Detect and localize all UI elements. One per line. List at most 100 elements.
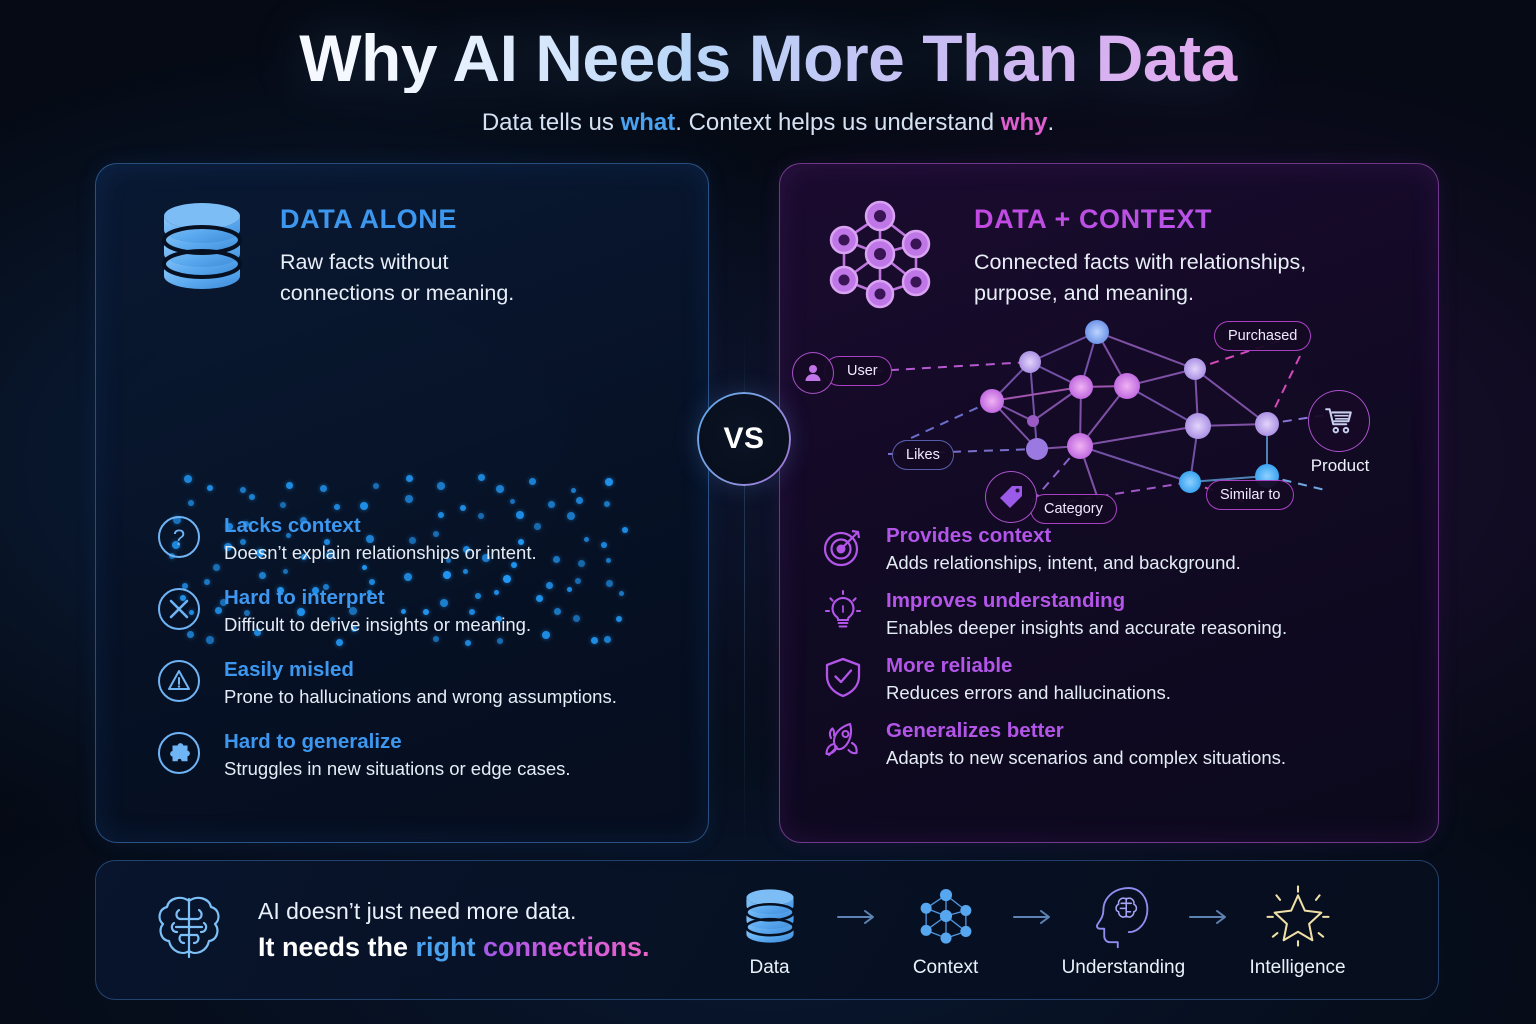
flow-arrow-2: [1006, 909, 1062, 951]
list-item-desc: Adapts to new scenarios and complex situ…: [886, 747, 1287, 768]
data-dot: [462, 546, 470, 553]
list-item-title: Provides context: [886, 524, 1052, 547]
graph-label-likes: Likes: [892, 440, 954, 470]
data-dot: [575, 577, 582, 584]
data-dot: [253, 629, 261, 637]
summary-text: AI doesn’t just need more data. It needs…: [258, 898, 650, 963]
data-dot: [240, 487, 247, 494]
list-item-desc: Enables deeper insights and accurate rea…: [886, 617, 1288, 638]
right-panel-kicker: DATA + CONTEXT: [974, 204, 1306, 235]
data-dot: [276, 587, 284, 595]
list-item-title: Lacks context: [224, 514, 361, 537]
data-dot: [335, 638, 343, 646]
data-dot: [206, 484, 213, 491]
data-dot: [590, 637, 598, 645]
scattered-data-dots: [96, 464, 708, 649]
database-icon: [710, 881, 830, 951]
graph-label-purchased-text: Purchased: [1228, 328, 1298, 344]
data-dot: [477, 513, 484, 520]
graph-label-product: Product: [1310, 456, 1370, 476]
data-dot: [323, 583, 330, 590]
graph-label-user-text: User: [847, 363, 878, 379]
category-node-icon-circle: [985, 471, 1037, 523]
left-blurb-line1: Raw facts without: [280, 250, 449, 274]
flow-arrow-1: [830, 909, 886, 951]
data-dot: [172, 540, 181, 549]
data-dot: [240, 538, 247, 545]
list-item-title: Improves understanding: [886, 589, 1126, 612]
graph-label-product-text: Product: [1310, 456, 1370, 475]
data-dot: [372, 483, 379, 490]
data-dot: [300, 554, 307, 561]
summary-line2-right: right: [415, 931, 476, 962]
data-dot: [258, 571, 266, 579]
data-dot: [255, 548, 264, 557]
database-icon: [156, 196, 248, 301]
tag-icon: [1000, 486, 1022, 508]
data-dot: [465, 640, 472, 647]
right-blurb-line2: purpose, and meaning.: [974, 281, 1194, 306]
data-dot: [206, 635, 215, 644]
data-dot: [511, 562, 518, 569]
flow-step-intelligence: Intelligence: [1238, 881, 1358, 979]
data-dot: [350, 625, 357, 632]
left-panel-header: DATA ALONE Raw facts without connections…: [96, 164, 708, 309]
data-plus-context-panel: DATA + CONTEXT Connected facts with rela…: [779, 163, 1439, 843]
list-item-text: More reliable Reduces errors and halluci…: [886, 652, 1171, 704]
subtitle-mid: . Context helps us understand: [675, 108, 1001, 136]
data-dot: [179, 594, 186, 601]
graph-label-category: Category: [1030, 494, 1117, 524]
knowledge-graph-visual: User Purchased Likes Category Similar to: [780, 304, 1438, 534]
data-dot: [299, 517, 307, 525]
user-icon: [805, 365, 821, 381]
head-brain-icon: [1062, 881, 1182, 951]
list-item: Generalizes better Adapts to new scenari…: [820, 717, 1438, 769]
list-item-desc: Reduces errors and hallucinations.: [886, 682, 1171, 703]
data-dot: [242, 520, 249, 527]
data-dot: [330, 616, 336, 622]
summary-bar: AI doesn’t just need more data. It needs…: [95, 860, 1439, 1000]
list-item-text: Hard to generalize Struggles in new situ…: [224, 728, 571, 780]
flow-arrow-3: [1182, 909, 1238, 951]
lightbulb-icon: [820, 589, 866, 635]
left-panel-kicker: DATA ALONE: [280, 204, 457, 234]
list-item-desc: Adds relationships, intent, and backgrou…: [886, 552, 1241, 573]
svg-text:?: ?: [173, 525, 185, 550]
data-dot: [405, 474, 413, 482]
data-dot: [496, 616, 503, 623]
data-dot: [366, 535, 375, 544]
data-dot: [223, 543, 232, 552]
data-dot: [516, 511, 525, 520]
flow-step-data: Data: [710, 881, 830, 979]
data-dot: [462, 569, 468, 575]
data-dot: [189, 609, 195, 615]
data-dot: [282, 568, 288, 574]
data-dot: [244, 609, 250, 616]
data-dot: [279, 502, 286, 509]
summary-line2-pre: It needs the: [258, 931, 416, 962]
data-dot: [618, 590, 624, 596]
list-item-desc: Struggles in new situations or edge case…: [224, 758, 571, 779]
data-dot: [445, 558, 451, 564]
left-blurb-line2: connections or meaning.: [280, 281, 515, 306]
data-dot: [368, 578, 375, 585]
data-dot: [572, 614, 580, 622]
rocket-icon: [820, 719, 866, 765]
data-dot: [482, 553, 490, 562]
user-node-icon-circle: [792, 352, 834, 394]
data-dot: [326, 551, 335, 560]
right-panel-blurb: Connected facts with relationships, purp…: [974, 247, 1306, 309]
summary-line2-connections: connections.: [475, 931, 650, 962]
versus-badge: VS: [699, 394, 789, 484]
right-blurb-line1: Connected facts with relationships,: [974, 250, 1307, 274]
data-dot: [552, 556, 560, 564]
star-sparkle-icon: [1238, 881, 1358, 951]
graph-label-similar-to: Similar to: [1206, 480, 1295, 510]
data-dot: [460, 504, 467, 511]
data-dot: [494, 589, 500, 595]
data-dot: [408, 536, 416, 544]
data-dot: [220, 598, 228, 606]
list-item-title: Hard to interpret: [224, 586, 385, 609]
flow-step-understanding: Understanding: [1062, 881, 1185, 979]
data-dot: [571, 488, 576, 493]
